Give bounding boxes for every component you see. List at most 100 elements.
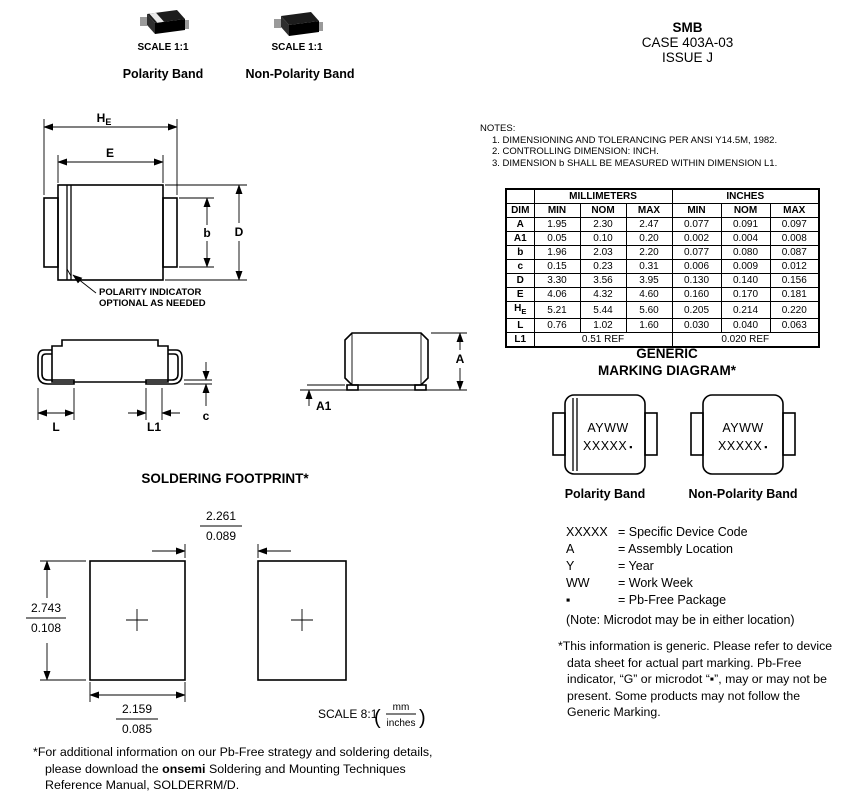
scale-annotation: SCALE 8:1 ( mm inches ) [318,702,426,729]
pad-height-dimension: 2.743 0.108 [26,560,86,681]
dim-header: DIM [505,203,535,218]
note-item: 2. CONTROLLING DIMENSION: INCH. [492,146,659,157]
package-3d-icon [140,10,189,34]
package-body-outline [43,184,178,281]
legend-row: XXXXX= Specific Device Code [566,525,748,539]
footer-note: *For additional information on our Pb-Fr… [33,745,433,793]
table-row: E 4.06 4.32 4.60 0.160 0.170 0.181 [505,287,820,302]
dimension-table: MILLIMETERS INCHES DIM MIN NOM MAX MIN N… [505,188,820,348]
table-row: c 0.15 0.23 0.31 0.006 0.009 0.012 [505,259,820,274]
svg-text:2.743: 2.743 [31,601,61,615]
table-group-header-row: MILLIMETERS INCHES [505,188,820,204]
svg-text:2.261: 2.261 [206,509,236,523]
svg-text:HE: HE [97,111,112,127]
svg-text:): ) [419,707,426,729]
package-name: SMB [672,20,703,35]
svg-text:0.089: 0.089 [206,529,236,543]
svg-text:A1: A1 [316,399,332,413]
svg-text:XXXXX▪: XXXXX▪ [583,439,633,453]
marking-package-outline [690,394,796,475]
package-3d-icon [274,12,323,36]
right-lead-foot [414,384,427,391]
polarity-band-photo-label: Polarity Band [122,67,204,81]
svg-text:2.159: 2.159 [122,702,152,716]
note-item: 3. DIMENSION b SHALL BE MEASURED WITHIN … [492,157,778,169]
package-side-view-drawing: L L1 c [37,339,212,434]
svg-text:inches: inches [387,718,416,729]
l-dimension: L [37,388,75,434]
case-number: CASE 403A-03 [641,35,734,50]
table-header-row: DIM MIN NOM MAX MIN NOM MAX [505,203,820,218]
c-dimension: c [184,362,212,423]
legend-row: WW= Work Week [566,576,693,590]
soldering-footprint-title: SOLDERING FOOTPRINT* [141,471,309,486]
table-row: D 3.30 3.56 3.95 0.130 0.140 0.156 [505,273,820,288]
left-lead-foot [346,384,359,391]
svg-text:A: A [456,352,465,366]
non-polarity-band-package-photo [274,12,323,36]
scale-label: SCALE 1:1 [271,42,323,53]
marking-polarity-label: Polarity Band [564,487,646,501]
he-dimension: HE [43,111,178,195]
issue-revision: ISSUE J [661,50,713,65]
footprint-pads [89,560,347,681]
generic-marking-title: GENERIC MARKING DIAGRAM* [598,346,736,378]
table-row: b 1.96 2.03 2.20 0.077 0.080 0.087 [505,245,820,260]
svg-text:OPTIONAL AS NEEDED: OPTIONAL AS NEEDED [99,298,206,309]
l1-dimension: L1 [128,388,180,434]
svg-text:L: L [52,420,59,434]
d-dimension: D [165,184,247,281]
marking-non-polarity-label: Non-Polarity Band [688,487,798,501]
note-item: 1. DIMENSIONING AND TOLERANCING PER ANSI… [492,134,778,146]
table-row: A 1.95 2.30 2.47 0.077 0.091 0.097 [505,217,820,232]
svg-text:SCALE 8:1: SCALE 8:1 [318,707,378,721]
legend-row: ▪= Pb-Free Package [566,593,727,607]
table-row: A1 0.05 0.10 0.20 0.002 0.004 0.008 [505,231,820,246]
svg-text:AYWW: AYWW [722,421,763,435]
legend-row: A= Assembly Location [566,542,733,556]
b-dimension: b [179,197,214,268]
notes-title: NOTES: [480,123,516,134]
polarity-indicator-callout: POLARITY INDICATOR OPTIONAL AS NEEDED [72,274,206,309]
svg-text:L1: L1 [147,420,161,434]
millimeters-group-header: MILLIMETERS [533,188,673,204]
marking-package-outline [552,394,658,475]
side-body-outline [37,339,183,385]
e-dimension: E [57,146,164,183]
polarity-band-package-photo [140,10,189,34]
marking-diagram-polarity: AYWW XXXXX▪ [552,394,658,475]
svg-text:c: c [203,409,210,423]
marking-diagram-non-polarity: AYWW XXXXX▪ [690,394,796,475]
svg-text:0.085: 0.085 [122,722,152,736]
a1-dimension: A1 [305,384,345,413]
table-row: HE 5.21 5.44 5.60 0.205 0.214 0.220 [505,301,820,319]
svg-text:POLARITY INDICATOR: POLARITY INDICATOR [99,287,202,298]
left-lead [37,349,75,385]
svg-text:XXXXX▪: XXXXX▪ [718,439,768,453]
generic-marking-disclaimer: *This information is generic. Please ref… [558,639,833,720]
legend-row: Y= Year [566,559,654,573]
svg-text:E: E [106,146,114,160]
microdot-note: (Note: Microdot may be in either locatio… [566,613,795,627]
svg-text:0.108: 0.108 [31,621,61,635]
gap-dimension: 2.261 0.089 [152,509,291,558]
left-pad [89,560,186,681]
pad-width-dimension: 2.159 0.085 [89,682,186,736]
blank-cell [505,188,535,204]
end-body-outline [344,332,429,391]
svg-text:(: ( [374,707,381,729]
svg-text:AYWW: AYWW [587,421,628,435]
polarity-stripe [149,12,164,23]
svg-text:D: D [235,225,244,239]
scale-label: SCALE 1:1 [137,42,189,53]
svg-text:b: b [203,226,210,240]
table-row: L 0.76 1.02 1.60 0.030 0.040 0.063 [505,318,820,333]
non-polarity-band-photo-label: Non-Polarity Band [245,67,355,81]
inches-group-header: INCHES [671,188,820,204]
a-dimension: A [431,332,467,391]
marking-legend: XXXXX= Specific Device Code A= Assembly … [566,524,836,609]
right-lead [145,349,183,385]
right-pad [257,560,347,681]
soldering-footprint-drawing: 2.261 0.089 2.743 0.108 2.159 0.085 SCAL… [26,509,426,736]
